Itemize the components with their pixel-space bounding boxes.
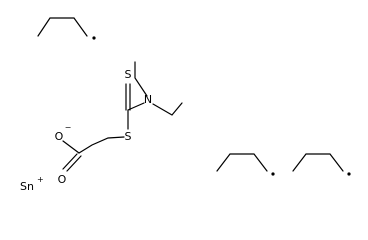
atom-s-thioether: S xyxy=(125,130,132,143)
atom-tin: Sn xyxy=(20,180,34,193)
ethyl-up xyxy=(134,61,148,97)
butyl-3-chain xyxy=(292,153,344,172)
atom-n: N xyxy=(144,93,152,106)
c-n-bond xyxy=(127,102,145,111)
carbonyl-bond-a xyxy=(62,153,78,170)
butyl-2-chain xyxy=(216,153,268,172)
carbonyl-bond-b xyxy=(66,155,82,172)
atom-o-carbonyl: O xyxy=(58,173,67,186)
structure-canvas: S N S O − O Sn + xyxy=(20,17,351,193)
butyl-radical-1 xyxy=(37,17,96,40)
o-anion-charge: − xyxy=(65,123,72,132)
butyl-radical-2 xyxy=(216,153,275,176)
carboxylate-o-bond xyxy=(62,140,80,154)
ethyl-right xyxy=(152,102,183,116)
butyl-1-chain xyxy=(37,17,88,37)
propanoate-chain xyxy=(62,136,125,172)
diethyl-dithiocarbamate xyxy=(125,61,183,130)
butyl-3-radical-dot xyxy=(347,172,351,176)
chain-bonds xyxy=(78,136,125,154)
butyl-1-radical-dot xyxy=(92,36,96,40)
tin-charge: + xyxy=(37,175,44,184)
butyl-radical-3 xyxy=(292,153,351,176)
atom-o-anion: O xyxy=(55,130,64,143)
butyl-2-radical-dot xyxy=(271,172,275,176)
atom-s-thione: S xyxy=(125,68,132,81)
